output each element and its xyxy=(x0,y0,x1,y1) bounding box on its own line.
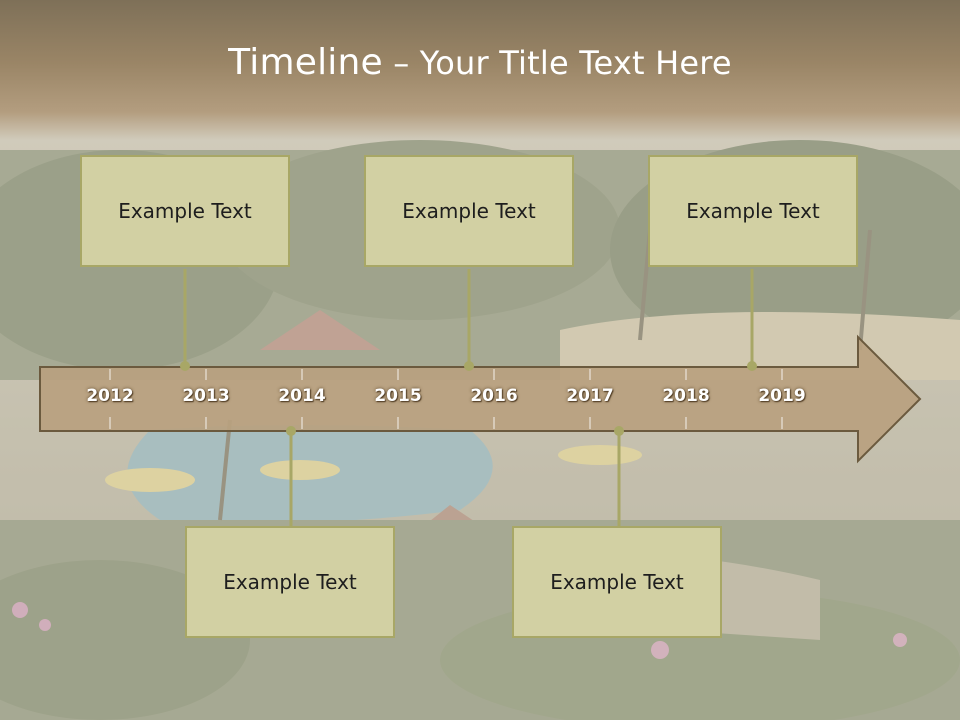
timeline-arrow xyxy=(39,334,922,464)
year-label-2013: 2013 xyxy=(182,386,230,406)
event-box-bottom-1[interactable]: Example Text xyxy=(185,526,395,638)
year-label-2014: 2014 xyxy=(278,386,326,406)
event-box-top-3[interactable]: Example Text xyxy=(648,155,858,267)
event-box-top-1[interactable]: Example Text xyxy=(80,155,290,267)
year-label-2017: 2017 xyxy=(566,386,614,406)
year-label-2012: 2012 xyxy=(86,386,134,406)
event-box-top-2[interactable]: Example Text xyxy=(364,155,574,267)
title-banner xyxy=(0,0,960,140)
event-box-bottom-2[interactable]: Example Text xyxy=(512,526,722,638)
timeline-ticks xyxy=(109,369,783,429)
title-main: Timeline xyxy=(228,42,383,83)
slide-title: Timeline – Your Title Text Here xyxy=(0,42,960,83)
year-label-2016: 2016 xyxy=(470,386,518,406)
year-label-2019: 2019 xyxy=(758,386,806,406)
title-subtitle: – Your Title Text Here xyxy=(382,44,732,82)
year-label-2015: 2015 xyxy=(374,386,422,406)
event-connectors xyxy=(183,269,754,527)
year-label-2018: 2018 xyxy=(662,386,710,406)
connector-dots xyxy=(180,361,757,436)
